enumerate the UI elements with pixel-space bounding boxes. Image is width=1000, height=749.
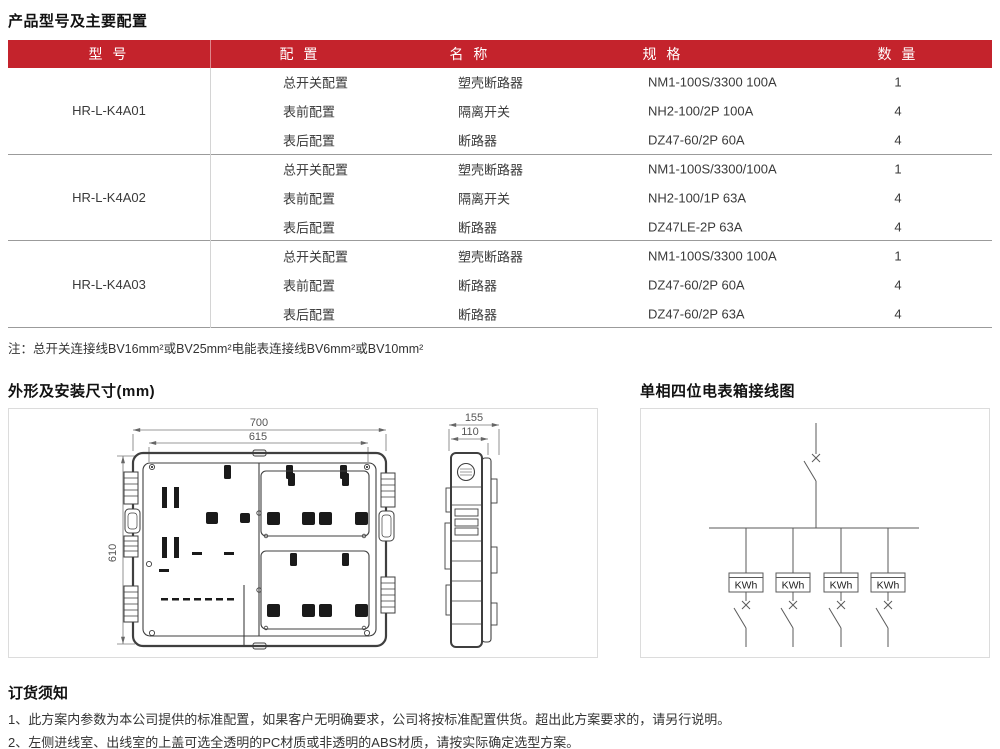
cell-qty: 1	[894, 161, 902, 177]
table-group: HR-L-K4A01 总开关配置 塑壳断路器 NM1-100S/3300 100…	[8, 68, 992, 155]
cell-qty: 4	[894, 277, 902, 293]
upper-meter-cover	[260, 470, 370, 539]
header-cell-model: 型 号	[88, 46, 130, 62]
cell-name: 隔离开关	[458, 104, 511, 120]
cell-config: 表前配置	[283, 191, 336, 207]
dim-depth-inner: 110	[461, 426, 479, 438]
table-row: 表前配置 断路器 DZ47-60/2P 60A 4	[8, 270, 992, 299]
meter-branch: KWh	[870, 528, 906, 647]
cell-spec: NM1-100S/3300 100A	[648, 74, 777, 90]
cell-qty: 4	[894, 103, 902, 119]
side-view-drawing	[444, 452, 498, 648]
meter-branch: KWh	[728, 528, 764, 647]
table-row: 总开关配置 塑壳断路器 NM1-100S/3300 100A 1	[8, 241, 992, 270]
table-row: 表前配置 隔离开关 NH2-100/1P 63A 4	[8, 184, 992, 213]
product-table: 型 号 配 置 名 称 规 格 数 量 HR-L-K4A01 总开关配置 塑壳断…	[8, 40, 992, 328]
kwh-meter-label: KWh	[877, 580, 900, 592]
cell-spec: DZ47-60/2P 63A	[648, 306, 745, 321]
cell-spec: NM1-100S/3300/100A	[648, 161, 777, 177]
cell-name: 断路器	[458, 278, 498, 294]
cell-qty: 4	[894, 306, 902, 321]
cell-config: 总开关配置	[283, 249, 349, 265]
cell-qty: 4	[894, 190, 902, 206]
dim-height: 610	[107, 544, 119, 562]
right-hinges	[378, 472, 396, 614]
dimension-panel: 700 615 610 155 110	[8, 408, 598, 658]
cell-qty: 4	[894, 132, 902, 148]
table-row: 表后配置 断路器 DZ47-60/2P 63A 4	[8, 299, 992, 328]
cell-qty: 1	[894, 74, 902, 90]
note-text: 注：总开关连接线BV16mm²或BV25mm²电能表连接线BV6mm²或BV10…	[8, 342, 424, 356]
cell-spec: DZ47-60/2P 60A	[648, 277, 745, 293]
cell-name: 断路器	[458, 133, 498, 149]
left-compartment-details	[159, 487, 250, 601]
dim-width-outer: 700	[250, 417, 268, 429]
cell-name: 断路器	[458, 307, 498, 322]
meter-branch: KWh	[823, 528, 859, 647]
header-column-divider	[210, 40, 211, 68]
table-group: HR-L-K4A03 总开关配置 塑壳断路器 NM1-100S/3300 100…	[8, 241, 992, 328]
cell-spec: NH2-100/1P 63A	[648, 190, 747, 206]
kwh-meter-label: KWh	[735, 580, 758, 592]
cell-config: 表前配置	[283, 104, 336, 120]
lower-meter-cover	[260, 550, 370, 631]
dim-depth-outer: 155	[465, 412, 483, 424]
cell-config: 总开关配置	[283, 162, 349, 178]
table-group: HR-L-K4A02 总开关配置 塑壳断路器 NM1-100S/3300/100…	[8, 155, 992, 242]
wiring-diagram: KWh KWh KWh	[709, 423, 919, 647]
model-cell: HR-L-K4A02	[72, 189, 146, 205]
cell-name: 断路器	[458, 220, 498, 236]
header-cell-config: 配 置	[279, 46, 321, 62]
mounting-holes	[145, 463, 371, 637]
cell-config: 表后配置	[283, 307, 336, 322]
table-column-divider	[210, 68, 211, 328]
table-row: 总开关配置 塑壳断路器 NM1-100S/3300/100A 1	[8, 155, 992, 184]
cell-spec: DZ47-60/2P 60A	[648, 132, 745, 148]
main-breaker-symbol	[803, 423, 821, 528]
header-cell-spec: 规 格	[642, 46, 684, 62]
cell-spec: DZ47LE-2P 63A	[648, 219, 743, 235]
kwh-meter-label: KWh	[782, 580, 805, 592]
table-row: 表前配置 隔离开关 NH2-100/2P 100A 4	[8, 97, 992, 126]
cell-qty: 1	[894, 248, 902, 264]
cell-qty: 4	[894, 219, 902, 235]
wiring-section-title: 单相四位电表箱接线图	[640, 383, 796, 400]
cell-name: 隔离开关	[458, 191, 511, 207]
ordering-item: 2、左侧进线室、出线室的上盖可选全透明的PC材质或非透明的ABS材质，请按实际确…	[8, 735, 580, 749]
cell-name: 塑壳断路器	[458, 75, 524, 91]
dimensions-section-title: 外形及安装尺寸(mm)	[8, 383, 156, 400]
model-cell: HR-L-K4A01	[72, 103, 146, 119]
dimension-drawing: 700 615 610 155 110	[107, 412, 500, 650]
model-cell: HR-L-K4A03	[72, 276, 146, 292]
table-row: 表后配置 断路器 DZ47LE-2P 63A 4	[8, 212, 992, 241]
left-hinges	[123, 471, 141, 623]
table-header: 型 号 配 置 名 称 规 格 数 量	[8, 40, 992, 68]
table-row: 总开关配置 塑壳断路器 NM1-100S/3300 100A 1	[8, 68, 992, 97]
dimension-lines: 700 615 610 155 110	[107, 412, 500, 645]
wiring-panel: KWh KWh KWh	[640, 408, 990, 658]
ordering-title: 订货须知	[8, 685, 69, 702]
cell-config: 总开关配置	[283, 75, 349, 91]
cell-config: 表后配置	[283, 220, 336, 236]
table-row: 表后配置 断路器 DZ47-60/2P 60A 4	[8, 126, 992, 155]
header-cell-name: 名 称	[449, 46, 491, 62]
front-view-drawing	[123, 449, 396, 650]
ordering-item: 1、此方案内参数为本公司提供的标准配置，如果客户无明确要求，公司将按标准配置供货…	[8, 712, 731, 727]
cell-spec: NH2-100/2P 100A	[648, 103, 754, 119]
kwh-meter-label: KWh	[830, 580, 853, 592]
meter-branch: KWh	[775, 528, 811, 647]
cell-spec: NM1-100S/3300 100A	[648, 248, 777, 264]
page-title: 产品型号及主要配置	[8, 13, 148, 30]
cell-name: 塑壳断路器	[458, 249, 524, 265]
cell-config: 表后配置	[283, 133, 336, 149]
cell-name: 塑壳断路器	[458, 162, 524, 178]
dim-width-inner: 615	[249, 431, 267, 443]
header-cell-qty: 数 量	[877, 46, 919, 62]
cell-config: 表前配置	[283, 278, 336, 294]
